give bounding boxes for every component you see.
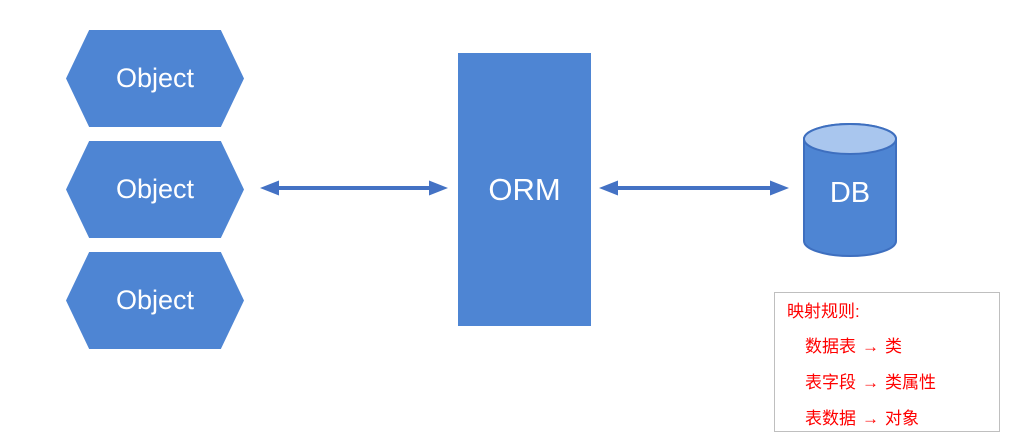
rule-2-to: 类属性 (885, 373, 936, 392)
mapping-rule-2: 表字段 → 类属性 (775, 365, 999, 401)
note-title: 映射规则: (787, 302, 860, 321)
right-arrow-icon: → (862, 337, 879, 356)
object-hexagon-1-label: Object (115, 63, 195, 93)
object-hexagon-3: Object (66, 252, 244, 349)
database-cylinder-icon (803, 123, 897, 257)
orm-label: ORM (488, 171, 561, 207)
rule-2-from: 表字段 (805, 373, 856, 392)
right-arrow-icon: → (862, 409, 879, 428)
rule-3-from: 表数据 (805, 409, 856, 428)
object-hexagon-2: Object (66, 141, 244, 238)
double-arrow-orm-db-icon (599, 180, 789, 196)
object-hexagon-3-label: Object (115, 285, 195, 315)
object-hexagon-1: Object (66, 30, 244, 127)
mapping-rule-3: 表数据 → 对象 (775, 401, 999, 437)
rule-3-to: 对象 (885, 409, 919, 428)
rule-1-from: 数据表 (805, 337, 856, 356)
right-arrow-icon: → (862, 373, 879, 392)
mapping-rule-1: 数据表 → 类 (775, 329, 999, 365)
mapping-rules-note: 映射规则: 数据表 → 类 表字段 → 类属性 表数据 → 对象 (774, 292, 1000, 432)
db-label: DB (829, 177, 871, 209)
object-hexagon-2-label: Object (115, 174, 195, 204)
orm-rectangle: ORM (458, 53, 591, 326)
double-arrow-objects-orm-icon (260, 180, 448, 196)
rule-1-to: 类 (885, 337, 902, 356)
